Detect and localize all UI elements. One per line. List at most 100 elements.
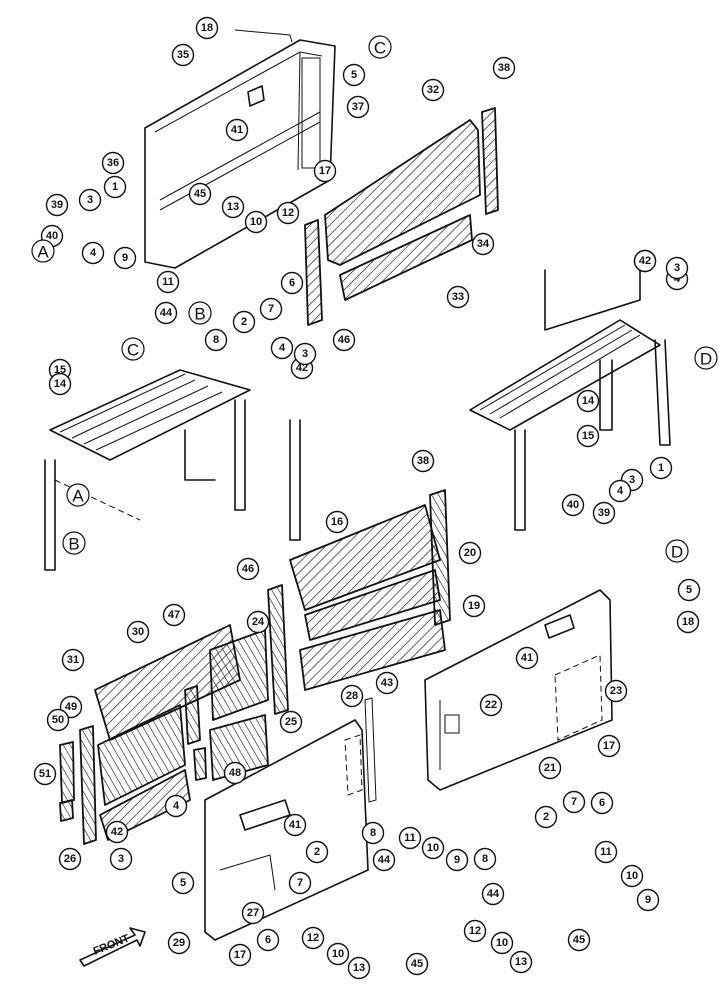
callout-35: 35 bbox=[171, 43, 195, 67]
callout-12: 12 bbox=[301, 926, 325, 950]
callout-number: 8 bbox=[213, 334, 219, 346]
callout-43: 43 bbox=[375, 671, 399, 695]
callout-42: 42 bbox=[633, 249, 657, 273]
callout-number: 42 bbox=[111, 826, 123, 838]
callout-37: 37 bbox=[346, 95, 370, 119]
callout-number: 46 bbox=[338, 334, 350, 346]
callout-15: 15 bbox=[576, 424, 600, 448]
svg-text:D: D bbox=[700, 350, 712, 369]
callout-12: 12 bbox=[463, 919, 487, 943]
callout-12: 12 bbox=[276, 201, 300, 225]
callout-number: 49 bbox=[65, 701, 77, 713]
callout-41: 41 bbox=[283, 813, 307, 837]
callout-41: 41 bbox=[515, 646, 539, 670]
callout-50: 50 bbox=[46, 708, 70, 732]
callout-number: 7 bbox=[268, 303, 274, 315]
callout-number: 6 bbox=[265, 934, 271, 946]
callout-2: 2 bbox=[232, 310, 256, 334]
callout-number: 4 bbox=[279, 342, 286, 354]
svg-text:B: B bbox=[194, 305, 205, 324]
callout-number: 41 bbox=[289, 819, 301, 831]
callout-number: 39 bbox=[598, 507, 610, 519]
callout-number: 10 bbox=[496, 937, 508, 949]
callout-number: 9 bbox=[454, 854, 460, 866]
callout-number: 17 bbox=[603, 740, 615, 752]
callout-5: 5 bbox=[171, 871, 195, 895]
callout-number: 50 bbox=[52, 714, 64, 726]
callout-number: 42 bbox=[639, 255, 651, 267]
callout-number: 34 bbox=[477, 238, 490, 250]
callout-2: 2 bbox=[534, 805, 558, 829]
callout-8: 8 bbox=[204, 328, 228, 352]
middle-pad-set bbox=[267, 489, 451, 715]
callout-number: 17 bbox=[234, 949, 246, 961]
callout-18: 18 bbox=[676, 610, 700, 634]
callout-10: 10 bbox=[490, 931, 514, 955]
callout-7: 7 bbox=[562, 790, 586, 814]
reference-B: B bbox=[62, 531, 86, 555]
callout-17: 17 bbox=[597, 734, 621, 758]
callout-number: 17 bbox=[319, 165, 331, 177]
callout-number: 4 bbox=[617, 485, 624, 497]
callout-number: 23 bbox=[610, 685, 622, 697]
callout-number: 41 bbox=[231, 124, 243, 136]
callout-3: 3 bbox=[78, 188, 102, 212]
callout-44: 44 bbox=[372, 848, 396, 872]
callout-45: 45 bbox=[188, 182, 212, 206]
callout-number: 3 bbox=[674, 262, 680, 274]
callout-number: 13 bbox=[353, 962, 365, 974]
callout-number: 19 bbox=[468, 600, 480, 612]
callout-number: 3 bbox=[87, 194, 93, 206]
callout-number: 12 bbox=[282, 207, 294, 219]
callout-number: 9 bbox=[645, 894, 651, 906]
svg-text:C: C bbox=[374, 39, 386, 58]
callout-number: 22 bbox=[485, 699, 497, 711]
callout-2: 2 bbox=[305, 840, 329, 864]
callout-7: 7 bbox=[259, 297, 283, 321]
callout-45: 45 bbox=[405, 952, 429, 976]
callout-51: 51 bbox=[33, 762, 57, 786]
left-roof-frame bbox=[44, 369, 301, 571]
callout-number: 45 bbox=[573, 934, 585, 946]
callout-number: 40 bbox=[567, 499, 579, 511]
callout-6: 6 bbox=[590, 791, 614, 815]
callout-number: 14 bbox=[54, 378, 67, 390]
callout-number: 8 bbox=[370, 827, 376, 839]
callout-46: 46 bbox=[332, 328, 356, 352]
callout-36: 36 bbox=[101, 151, 125, 175]
callout-number: 1 bbox=[658, 462, 664, 474]
callout-number: 45 bbox=[194, 188, 206, 200]
callout-number: 43 bbox=[381, 677, 393, 689]
callout-number: 12 bbox=[307, 932, 319, 944]
callout-4: 4 bbox=[164, 794, 188, 818]
callout-40: 40 bbox=[561, 493, 585, 517]
callout-32: 32 bbox=[421, 78, 445, 102]
callout-number: 8 bbox=[482, 853, 488, 865]
callout-3: 3 bbox=[109, 847, 133, 871]
callout-13: 13 bbox=[347, 956, 371, 980]
callout-10: 10 bbox=[244, 210, 268, 234]
svg-text:D: D bbox=[671, 543, 683, 562]
callout-39: 39 bbox=[45, 193, 69, 217]
callout-17: 17 bbox=[313, 159, 337, 183]
callout-8: 8 bbox=[361, 821, 385, 845]
callout-number: 38 bbox=[417, 455, 429, 467]
callout-6: 6 bbox=[280, 271, 304, 295]
callout-19: 19 bbox=[462, 594, 486, 618]
callout-4: 4 bbox=[81, 241, 105, 265]
callout-45: 45 bbox=[567, 928, 591, 952]
callout-38: 38 bbox=[411, 449, 435, 473]
callout-number: 39 bbox=[51, 199, 63, 211]
callout-16: 16 bbox=[325, 510, 349, 534]
callout-number: 15 bbox=[54, 364, 66, 376]
callout-30: 30 bbox=[126, 620, 150, 644]
callout-number: 6 bbox=[599, 797, 605, 809]
callout-11: 11 bbox=[594, 840, 618, 864]
callout-4: 4 bbox=[270, 336, 294, 360]
callout-24: 24 bbox=[246, 610, 270, 634]
callout-21: 21 bbox=[538, 756, 562, 780]
callout-13: 13 bbox=[509, 950, 533, 974]
callout-26: 26 bbox=[58, 847, 82, 871]
callout-number: 7 bbox=[571, 796, 577, 808]
